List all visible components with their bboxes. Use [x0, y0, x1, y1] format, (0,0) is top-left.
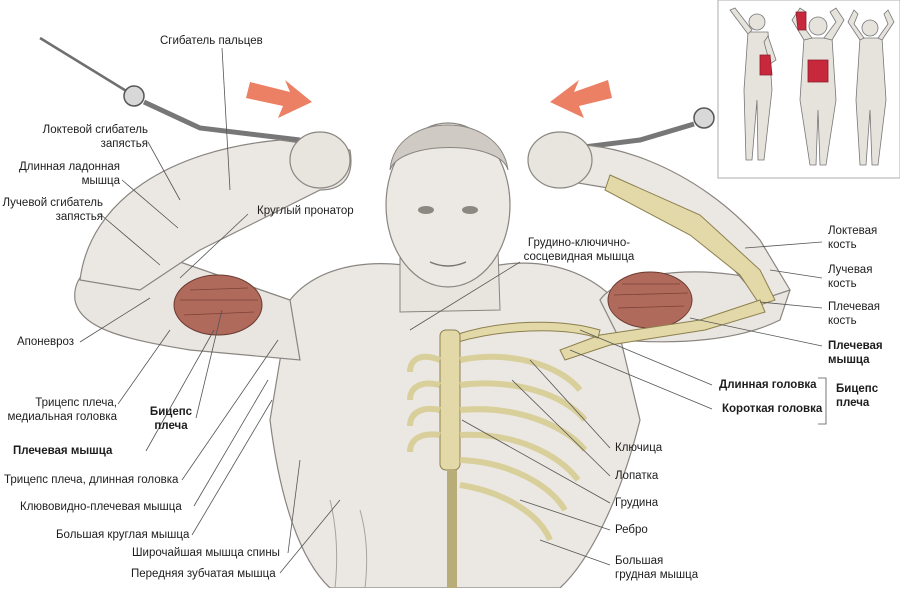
inset-figure-middle — [791, 7, 845, 166]
label-line: плеча — [836, 397, 870, 409]
label-line: Бицепс — [149, 406, 193, 418]
label-line: кость — [828, 315, 857, 327]
label-pectoralis-major: Большая грудная мышца — [615, 554, 698, 582]
label-radius: Лучевая кость — [828, 263, 872, 291]
head — [385, 122, 511, 288]
label-aponeurosis: Апоневроз — [17, 336, 75, 348]
arrow-left-icon — [550, 80, 612, 118]
label-serratus: Передняя зубчатая мышца — [131, 568, 276, 580]
label-sternocleidomastoid: Грудино-ключично- сосцевидная мышца — [515, 236, 643, 264]
label-line: Большая — [615, 555, 664, 567]
label-radial-wrist-flexor: Лучевой сгибатель запястья — [0, 196, 104, 224]
pulley-right — [693, 107, 715, 129]
label-line: Плечевая — [828, 301, 880, 313]
rib-cage — [407, 353, 588, 542]
right-fist — [527, 131, 593, 189]
label-line: Бицепс — [836, 383, 879, 395]
label-line: Трицепс плеча, — [35, 397, 117, 409]
label-line: кость — [828, 278, 857, 290]
label-coracobrachialis: Клювовидно-плечевая мышца — [20, 501, 182, 513]
label-rib: Ребро — [615, 524, 648, 536]
cable-left — [39, 36, 129, 94]
label-clavicle: Ключица — [615, 442, 663, 454]
label-sternum: Грудина — [615, 497, 659, 509]
label-line: мышца — [81, 175, 120, 187]
label-line: Лучевая — [828, 264, 873, 276]
inset-figure-left — [729, 7, 777, 161]
label-line: плеча — [154, 420, 188, 432]
leader-lines — [79, 47, 827, 574]
label-humerus: Плечевая кость — [828, 300, 880, 328]
label-line: запястья — [100, 138, 148, 150]
right-humerus — [559, 299, 766, 361]
inset-figure-right — [847, 9, 895, 166]
inset-panel — [717, 0, 900, 179]
label-triceps-medial: Трицепс плеча, медиальная головка — [0, 396, 117, 424]
right-biceps-highlight — [607, 271, 693, 329]
label-teres-major: Большая круглая мышца — [56, 529, 190, 541]
label-ulnar-wrist-flexor: Локтевой сгибатель запястья — [20, 123, 148, 151]
label-line: Длинная ладонная — [19, 161, 120, 173]
left-fist — [289, 131, 351, 189]
label-ulna: Локтевая кость — [828, 224, 877, 252]
left-forearm — [79, 139, 352, 291]
label-scapula: Лопатка — [615, 470, 659, 482]
label-line: Плечевая — [828, 340, 883, 352]
label-biceps-left: Бицепс плеча — [146, 405, 196, 433]
label-line: Локтевой сгибатель — [42, 124, 148, 136]
pulley-left — [123, 85, 145, 107]
label-line: Локтевая — [828, 225, 878, 237]
label-brachialis-right: Плечевая мышца — [828, 339, 883, 367]
label-short-head: Короткая головка — [722, 403, 823, 415]
label-line: Лучевой сгибатель — [2, 197, 104, 209]
label-finger-flexor: Сгибатель пальцев — [160, 35, 263, 47]
label-line: медиальная головка — [7, 411, 117, 423]
label-line: Грудино-ключично- — [527, 237, 631, 249]
arrow-right-icon — [246, 80, 312, 118]
label-line: сосцевидная мышца — [523, 251, 635, 263]
clavicle-bone — [454, 321, 601, 343]
label-line: кость — [828, 239, 857, 251]
label-brachialis-left: Плечевая мышца — [13, 445, 113, 457]
label-triceps-long: Трицепс плеча, длинная головка — [4, 474, 179, 486]
label-line: грудная мышца — [615, 569, 699, 581]
handle-chain-left — [142, 99, 301, 143]
sternum-bone — [439, 329, 461, 471]
label-pronator-teres: Круглый пронатор — [257, 205, 354, 217]
label-long-head: Длинная головка — [719, 379, 817, 391]
label-line: мышца — [828, 354, 870, 366]
label-line: запястья — [55, 211, 103, 223]
label-biceps-right: Бицепс плеча — [836, 382, 878, 410]
label-palmaris-longus: Длинная ладонная мышца — [0, 160, 120, 188]
label-latissimus: Широчайшая мышца спины — [132, 547, 280, 559]
